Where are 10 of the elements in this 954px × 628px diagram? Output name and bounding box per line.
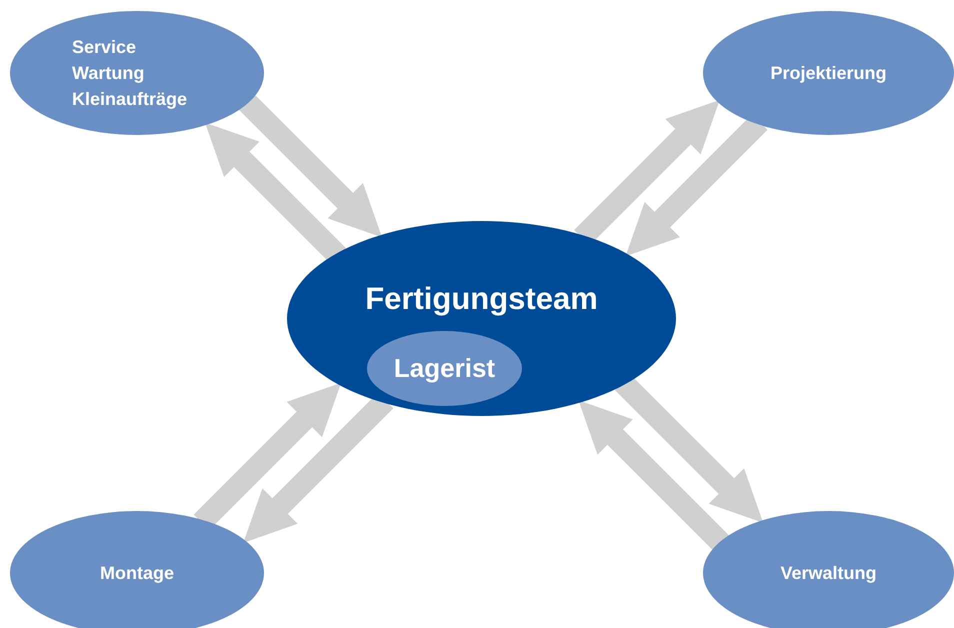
node-label: Fertigungsteam [365, 280, 598, 318]
node-label: Projektierung [770, 62, 887, 85]
node-label: Montage [100, 562, 174, 585]
arrow [238, 93, 382, 238]
node-label: Service [72, 36, 136, 59]
arrow [578, 400, 730, 552]
node-label: Verwaltung [780, 562, 877, 585]
node-label: Lagerist [394, 352, 496, 385]
node-label: Wartung [72, 62, 144, 85]
node-label: Kleinaufträge [72, 88, 188, 112]
